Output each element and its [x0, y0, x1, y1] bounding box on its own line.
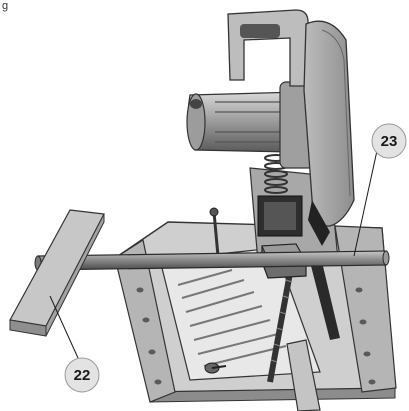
callout-23-label: 23	[381, 133, 398, 150]
work-support-board	[9, 209, 105, 337]
callout-23: 23	[371, 123, 407, 159]
blade-slot	[310, 262, 340, 340]
corner-fragment-text: g	[2, 0, 8, 12]
callout-22-label: 22	[74, 367, 91, 384]
locking-pin	[209, 207, 220, 257]
lead-screw	[267, 261, 295, 383]
turntable	[159, 247, 321, 381]
return-spring	[264, 154, 288, 194]
callout-22: 22	[64, 357, 100, 393]
front-handle	[286, 339, 321, 411]
leader-lines	[49, 145, 379, 359]
support-rod	[34, 250, 390, 271]
saw-head	[186, 9, 355, 263]
